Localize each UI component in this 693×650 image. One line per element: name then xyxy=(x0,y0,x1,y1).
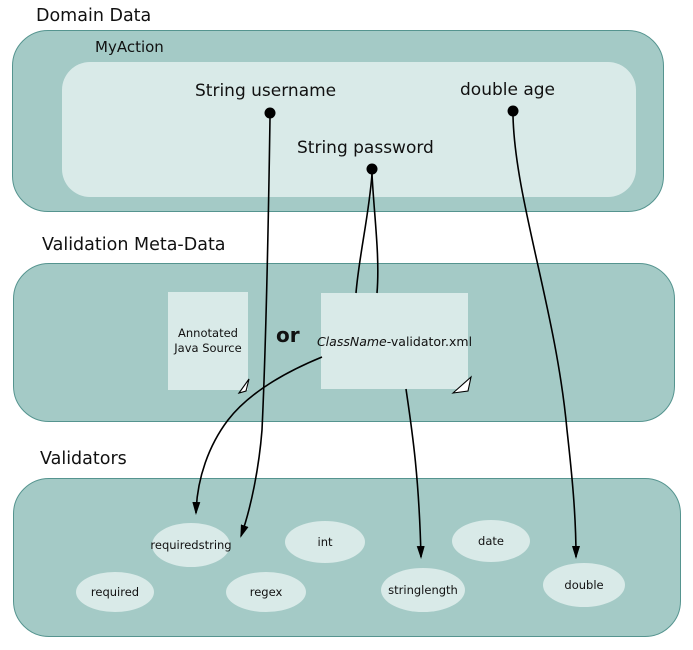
annotated-java-source-text: Annotated Java Source xyxy=(168,292,248,390)
xml-doc-classname-italic: ClassName xyxy=(316,333,387,349)
field-age: double age xyxy=(460,80,556,100)
classname-validator-xml-text: ClassName-validator.xml xyxy=(317,293,472,389)
or-label: or xyxy=(276,323,300,347)
validators-title: Validators xyxy=(40,449,127,469)
annotated-doc-line2: Java Source xyxy=(174,341,242,355)
validator-stringlength: stringlength xyxy=(381,568,465,612)
validator-regex: regex xyxy=(226,572,306,612)
xml-doc-suffix: -validator.xml xyxy=(386,333,473,349)
classname-validator-xml-doc: ClassName-validator.xml xyxy=(317,293,472,389)
myaction-label: MyAction xyxy=(95,38,164,56)
validator-int: int xyxy=(285,521,365,563)
validation-meta-data-title: Validation Meta-Data xyxy=(42,235,226,255)
xml-doc-label: ClassName-validator.xml xyxy=(317,334,472,349)
annotated-java-source-doc: Annotated Java Source xyxy=(168,292,248,390)
field-password: String password xyxy=(297,138,434,158)
domain-data-title: Domain Data xyxy=(36,6,152,26)
validator-date: date xyxy=(452,520,530,562)
validator-required: required xyxy=(76,572,154,612)
field-username: String username xyxy=(195,81,337,101)
validator-double: double xyxy=(543,563,625,607)
validator-requiredstring: requiredstring xyxy=(150,523,232,567)
annotated-doc-line1: Annotated xyxy=(178,326,238,340)
